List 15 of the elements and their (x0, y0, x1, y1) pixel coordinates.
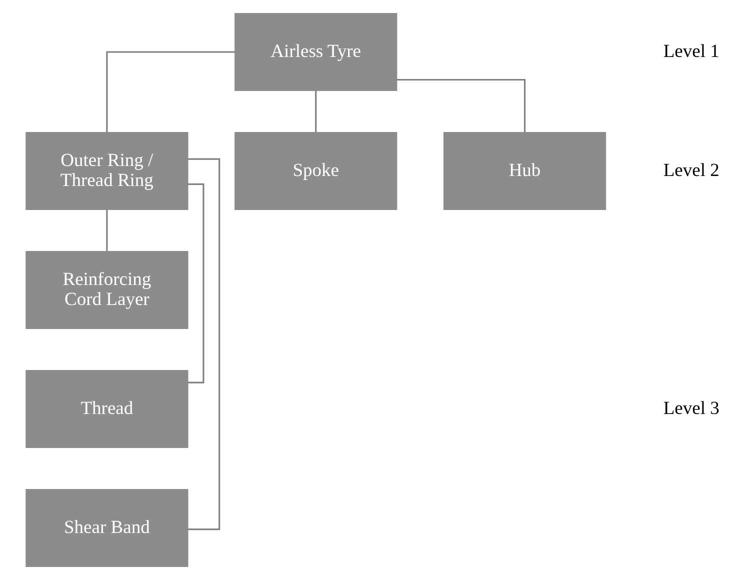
node-box: Airless Tyre (234, 13, 398, 91)
node-box: Outer Ring / Thread Ring (26, 132, 188, 210)
node-box: Shear Band (26, 489, 188, 567)
label: Level 3 (663, 398, 720, 419)
connector (106, 210, 108, 252)
node-box: Thread (26, 370, 188, 448)
node-box: Spoke (234, 132, 398, 210)
label: Level 1 (663, 42, 720, 62)
node-box: Hub (443, 132, 606, 210)
label: Level 2 (663, 160, 720, 181)
connector (188, 158, 220, 530)
connector (315, 90, 317, 132)
connector (396, 78, 526, 132)
node-box: Reinforcing Cord Layer (26, 251, 188, 329)
connector (106, 51, 236, 132)
